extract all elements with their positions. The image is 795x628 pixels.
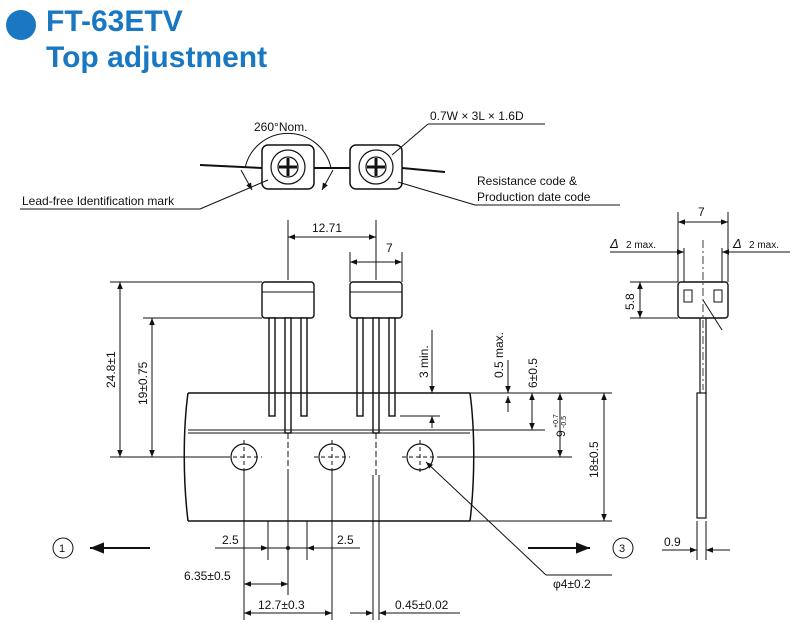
dim-18-label: 18±0.5 [587,441,601,478]
header: FT-63ETV Top adjustment [0,0,795,80]
rotation-label: 260°Nom. [254,120,308,134]
dim-0-9-label: 0.9 [664,535,681,549]
hole-label: φ4±0.2 [553,577,591,591]
width-7-side-label: 7 [698,205,705,219]
direction-left: 1 [52,537,150,559]
circle-1-label: 1 [59,543,65,555]
delta-left-icon: Δ [609,236,619,251]
dim-12-7-label: 12.7±0.3 [258,598,305,612]
width-7-label: 7 [386,241,393,255]
min-3-label: 3 min. [417,345,431,378]
delta-right-icon: Δ [732,236,742,251]
max-2-left-label: 2 max. [626,240,656,251]
title-bullet-icon [6,10,36,40]
page-subtitle: Top adjustment [46,41,268,74]
front-component-left [261,281,315,434]
dim-6-35-label: 6.35±0.5 [184,569,231,583]
dim-6-label: 6±0.5 [526,358,540,388]
page-title: FT-63ETV [46,5,183,38]
dim-2-5-right-label: 2.5 [337,533,354,547]
length-19-label: 19±0.75 [136,361,150,405]
length-24-8-label: 24.8±1 [104,351,118,388]
pitch-12-71-label: 12.71 [312,221,342,235]
resistance-code-label: Resistance code & [477,174,577,188]
circle-3-label: 3 [619,543,625,555]
max-2-right-label: 2 max. [749,240,779,251]
max-0-5-label: 0.5 max. [492,332,506,378]
dim-0-45-label: 0.45±0.02 [395,598,449,612]
height-5-8-label: 5.8 [623,293,637,310]
top-view-left [199,132,335,191]
dim-9-tol-minus: -0.5 [561,416,568,428]
side-view [677,240,729,519]
top-view-right [335,144,446,190]
lead-free-label: Lead-free Identification mark [22,194,175,208]
front-component-right [349,281,403,434]
production-code-label: Production date code [477,190,591,204]
dimensions-note-label: 0.7W × 3L × 1.6D [430,109,524,123]
direction-right: 3 [528,537,634,559]
dim-9-label: 9 [554,430,568,437]
dim-9-tol-plus: +0.7 [553,414,560,428]
dim-2-5-left-label: 2.5 [222,533,239,547]
